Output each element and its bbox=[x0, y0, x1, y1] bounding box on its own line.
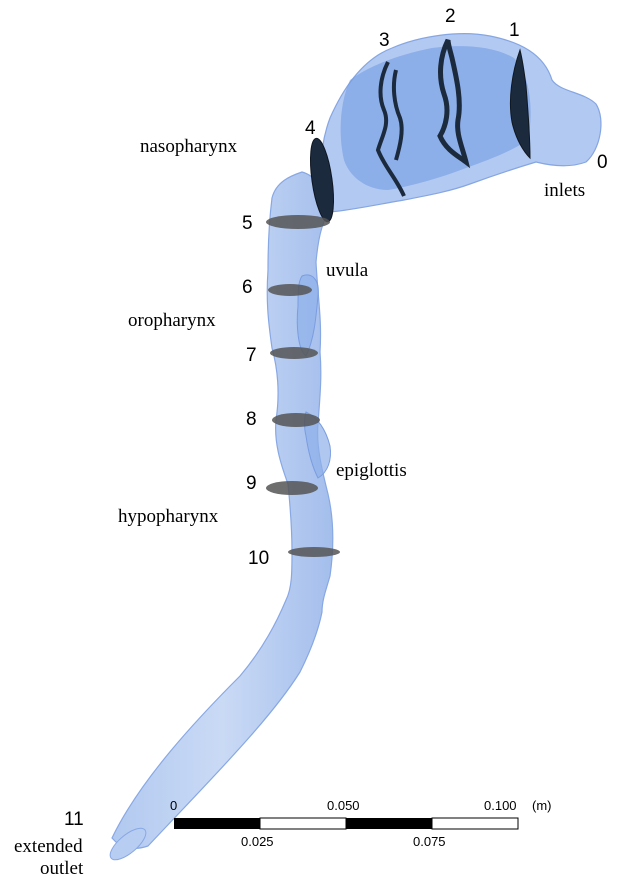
label-uvula: uvula bbox=[326, 260, 369, 281]
label-oropharynx: oropharynx bbox=[128, 310, 216, 331]
section-2: 2 bbox=[445, 6, 456, 27]
scale-tick-0-025: 0.025 bbox=[241, 834, 274, 849]
slice-10 bbox=[288, 547, 340, 557]
scale-tick-0: 0 bbox=[170, 798, 177, 813]
slice-9 bbox=[266, 481, 318, 495]
label-epiglottis: epiglottis bbox=[336, 460, 407, 481]
section-6: 6 bbox=[242, 277, 253, 298]
scale-tick-0-075: 0.075 bbox=[413, 834, 446, 849]
section-0: 0 bbox=[597, 152, 608, 173]
section-4: 4 bbox=[305, 118, 316, 139]
scale-unit: (m) bbox=[532, 798, 552, 813]
section-1: 1 bbox=[509, 20, 520, 41]
scale-seg-3 bbox=[346, 818, 432, 829]
scale-seg-2 bbox=[260, 818, 346, 829]
scale-bar: 0 0.050 0.100 (m) 0.025 0.075 bbox=[170, 798, 552, 849]
section-3: 3 bbox=[379, 30, 390, 51]
airway-geometry bbox=[105, 34, 601, 865]
section-5: 5 bbox=[242, 213, 253, 234]
label-hypopharynx: hypopharynx bbox=[118, 506, 219, 527]
slice-6 bbox=[268, 284, 312, 296]
scale-seg-4 bbox=[432, 818, 518, 829]
scale-tick-0-100: 0.100 bbox=[484, 798, 517, 813]
section-7: 7 bbox=[246, 345, 257, 366]
label-inlets: inlets bbox=[544, 180, 585, 201]
section-11: 11 bbox=[64, 809, 84, 830]
label-nasopharynx: nasopharynx bbox=[140, 136, 238, 157]
label-outlet: outlet bbox=[40, 858, 84, 879]
scale-seg-1 bbox=[174, 818, 260, 829]
slice-7 bbox=[270, 347, 318, 359]
scale-tick-0-050: 0.050 bbox=[327, 798, 360, 813]
label-extended: extended bbox=[14, 836, 83, 857]
section-10: 10 bbox=[248, 548, 269, 569]
section-9: 9 bbox=[246, 473, 257, 494]
slice-5 bbox=[266, 215, 330, 229]
slice-8 bbox=[272, 413, 320, 427]
section-8: 8 bbox=[246, 409, 257, 430]
